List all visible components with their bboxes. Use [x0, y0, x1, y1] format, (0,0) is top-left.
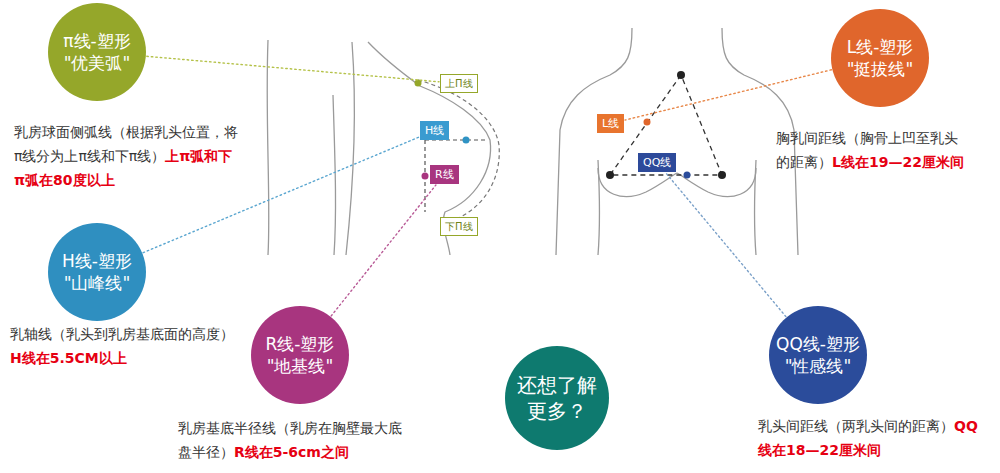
standard-value: L线在19—22厘米间 [832, 154, 964, 170]
title-circle: QQ线-塑形 "性感线" [769, 306, 867, 404]
arm-outline [333, 95, 336, 255]
tag-text: 上Π线 [445, 76, 473, 91]
leader-connector [625, 70, 831, 120]
tag-text: R线 [435, 167, 454, 182]
tag-text: 下Π线 [445, 219, 473, 234]
left-shoulder [556, 28, 632, 255]
more-circle: 还想了解更多？ [505, 346, 609, 450]
tag-text: L线 [602, 116, 619, 131]
title-circle: R线-塑形 "地基线" [251, 306, 349, 404]
tag-text: QQ线 [643, 155, 671, 170]
right-breast [677, 168, 756, 197]
description-text: 胸乳间距线（胸骨上凹至乳头的距离）L线在19—22厘米间 [776, 126, 966, 174]
line-tag: H线 [420, 121, 449, 140]
marker-dot [606, 171, 614, 179]
circle-title: H线-塑形 "山峰线" [55, 250, 139, 294]
circle-title: 还想了解更多？ [512, 372, 602, 424]
line-tag: 上Π线 [440, 74, 478, 93]
title-circle: L线-塑形 "挺拔线" [831, 9, 929, 107]
title-circle: H线-塑形 "山峰线" [48, 223, 146, 321]
line-tag: L线 [597, 114, 624, 133]
description-text: 乳头间距线（两乳头间的距离）QQ线在18—22厘米间 [758, 414, 982, 462]
back-outline [267, 40, 269, 255]
marker-dot [422, 173, 429, 180]
front-view-body [556, 28, 798, 255]
description-text: 乳房基底半径线（乳房在胸壁最大底盘半径）R线在5-6cm之间 [178, 416, 406, 464]
marker-dot [644, 119, 651, 126]
line-definition: 乳头间距线（两乳头间的距离） [758, 418, 954, 434]
left-breast [598, 168, 677, 197]
side-view-body [267, 40, 490, 255]
title-circle: π线-塑形 "优美弧" [48, 3, 146, 101]
line-tag: 下Π线 [440, 217, 478, 236]
circle-title: QQ线-塑形 "性感线" [776, 333, 860, 377]
line-tag: QQ线 [638, 153, 676, 172]
leader-connector [331, 185, 436, 316]
standard-value: R线在5-6cm之间 [234, 444, 349, 460]
marker-dot [684, 172, 691, 179]
circle-title: L线-塑形 "挺拔线" [838, 36, 922, 80]
marker-dot [718, 171, 726, 179]
leader-connector [147, 56, 439, 82]
circle-title: R线-塑形 "地基线" [258, 333, 342, 377]
leader-connector [666, 173, 786, 317]
description-text: 乳轴线（乳头到乳房基底面的高度） H线在5.5CM以上 [10, 322, 238, 370]
pi-line-dashed [418, 80, 499, 224]
circle-title: π线-塑形 "优美弧" [55, 30, 139, 74]
marker-dot [677, 71, 685, 79]
line-definition: 乳轴线（乳头到乳房基底面的高度） [10, 326, 234, 342]
description-text: 乳房球面侧弧线（根据乳头位置，将π线分为上π线和下π线）上π弧和下π弧在80度以… [14, 120, 242, 192]
marker-dot [463, 137, 470, 144]
triangle-dashed [610, 75, 722, 175]
line-tag: R线 [430, 165, 459, 184]
standard-value: H线在5.5CM以上 [10, 350, 127, 366]
breast-outline [368, 42, 491, 255]
tag-text: H线 [425, 123, 444, 138]
